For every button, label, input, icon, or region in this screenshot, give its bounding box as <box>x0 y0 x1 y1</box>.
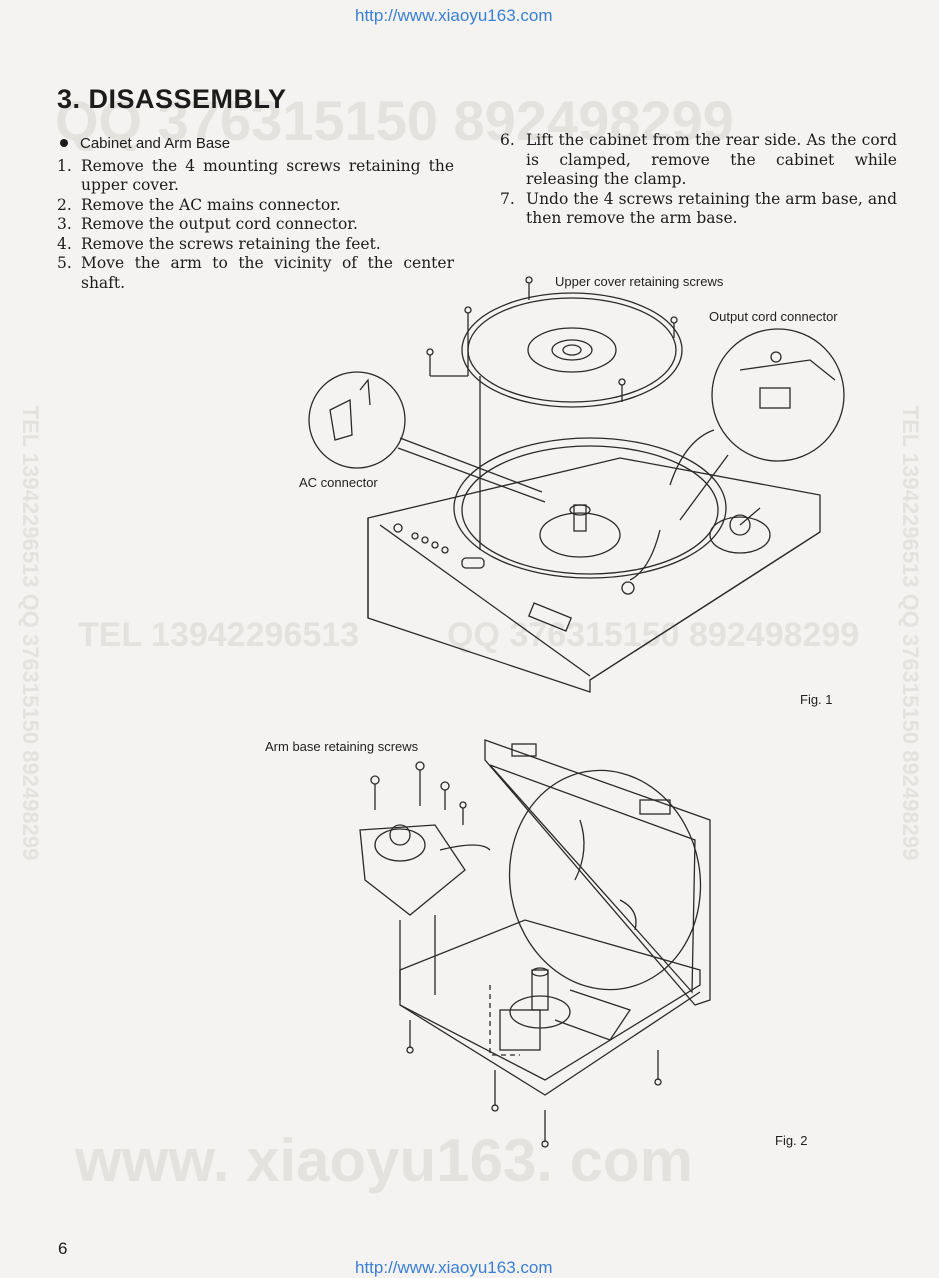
ac-connector-detail <box>308 371 406 469</box>
watermark-site-bottom: www. xiaoyu163. com <box>75 1127 694 1194</box>
watermark-right-vertical: TEL 13942296513 QQ 376315150 892498299 <box>898 405 923 861</box>
platter-well <box>453 437 727 579</box>
label-arm-base-screws: Arm base retaining screws <box>265 739 419 754</box>
fig1-caption: Fig. 1 <box>800 692 833 707</box>
fig2-caption: Fig. 2 <box>775 1133 808 1148</box>
page-number: 6 <box>58 1239 68 1258</box>
label-ac-connector: AC connector <box>299 475 378 490</box>
header-url[interactable]: http://www.xiaoyu163.com <box>355 6 553 25</box>
label-output-cord-connector: Output cord connector <box>709 309 838 324</box>
upper-cover <box>461 292 683 408</box>
bullet-icon <box>60 139 68 147</box>
cabinet-base <box>399 919 701 1081</box>
label-upper-cover-screws: Upper cover retaining screws <box>555 274 724 289</box>
fig1-illustration <box>308 276 845 693</box>
watermark-qq-top: QQ 376315150 892498299 <box>55 89 734 152</box>
motor <box>539 512 621 558</box>
watermark-tel-mid: TEL 13942296513 <box>78 616 360 654</box>
screw-icon <box>370 761 662 1148</box>
step-item: 3.Remove the output cord connector. <box>57 215 358 233</box>
steps-left-list: 1.Remove the 4 mounting screws retaining… <box>57 157 454 294</box>
step-item: 7.Undo the 4 screws retaining the arm ba… <box>500 189 897 228</box>
subsection-heading: Cabinet and Arm Base <box>57 134 454 154</box>
right-column: 6.Lift the cabinet from the rear side. A… <box>500 131 897 229</box>
screw-icon <box>426 276 678 402</box>
section-title: 3. DISASSEMBLY <box>57 84 287 114</box>
step-item: 5.Move the arm to the vicinity of the ce… <box>57 254 454 292</box>
fig2-illustration <box>359 739 711 1148</box>
steps-right-list: 6.Lift the cabinet from the rear side. A… <box>500 131 897 229</box>
output-cord-detail <box>711 328 845 462</box>
left-column: Cabinet and Arm Base 1.Remove the 4 moun… <box>57 134 454 293</box>
arm-base <box>359 824 466 916</box>
footer-url[interactable]: http://www.xiaoyu163.com <box>355 1258 553 1277</box>
step-item: 1.Remove the 4 mounting screws retaining… <box>57 156 454 195</box>
cabinet-lid <box>484 739 711 1006</box>
watermark-left-vertical: TEL 13942296513 QQ 376315150 892498299 <box>18 405 43 861</box>
step-item: 6.Lift the cabinet from the rear side. A… <box>500 131 897 188</box>
subsection-title: Cabinet and Arm Base <box>80 135 231 152</box>
arm-base <box>709 516 771 554</box>
step-item: 2.Remove the AC mains connector. <box>57 195 341 214</box>
step-item: 4.Remove the screws retaining the feet. <box>57 234 381 253</box>
